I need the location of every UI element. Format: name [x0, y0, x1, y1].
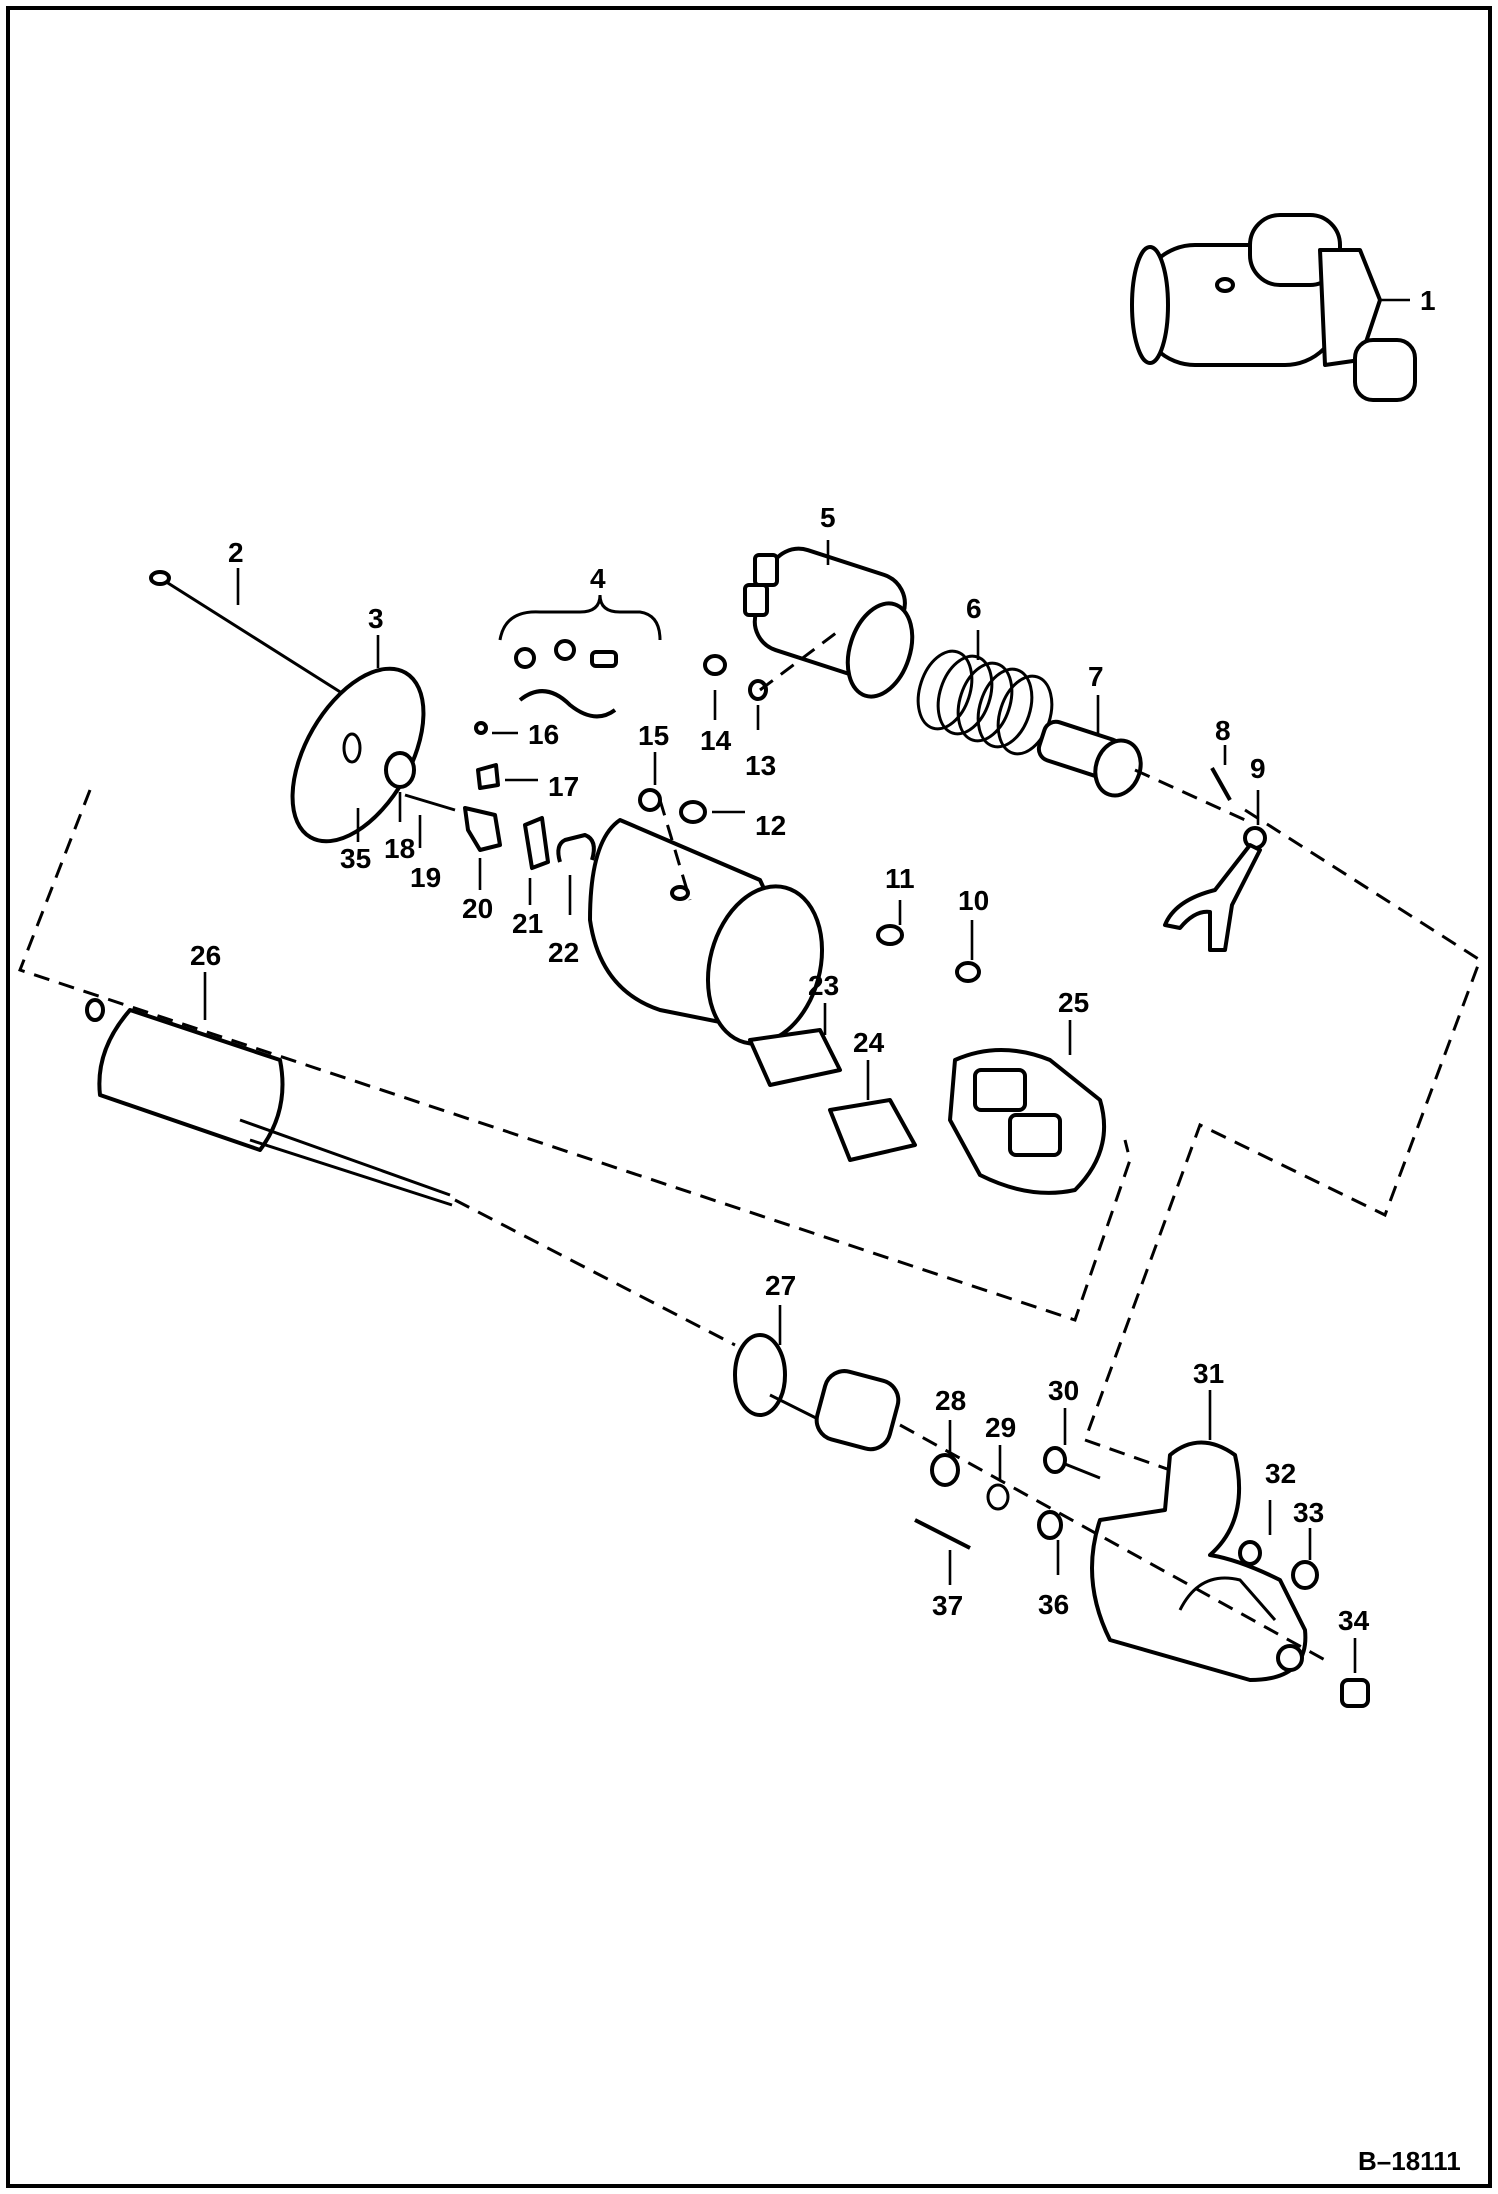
- washer-32: [1238, 1540, 1262, 1566]
- callout-9: 9: [1250, 753, 1266, 784]
- callout-13: 13: [745, 750, 776, 781]
- callout-28: 28: [935, 1385, 966, 1416]
- callout-32: 32: [1265, 1458, 1296, 1489]
- callout-24: 24: [853, 1027, 885, 1058]
- callout-5: 5: [820, 502, 836, 533]
- clip-17: [476, 763, 500, 790]
- armature-26: [85, 998, 453, 1207]
- callout-33: 33: [1293, 1497, 1324, 1528]
- callout-11: 11: [885, 863, 915, 894]
- screw-16: [474, 721, 488, 735]
- brush-holder-20: [463, 806, 502, 852]
- nut-33: [1291, 1560, 1319, 1590]
- assembly-line-left-box: [18, 789, 1132, 1322]
- callout-12: 12: [755, 810, 786, 841]
- assembly-line-right: [1083, 808, 1482, 1472]
- callout-8: 8: [1215, 715, 1231, 746]
- callout-26: 26: [190, 940, 221, 971]
- pin-37: [914, 1518, 971, 1550]
- starter-assembly: [1130, 213, 1417, 402]
- nut-15: [638, 788, 662, 812]
- callout-15: 15: [638, 720, 669, 751]
- washer-28: [930, 1453, 960, 1487]
- kit-bracket: [498, 594, 662, 641]
- callout-29: 29: [985, 1412, 1016, 1443]
- washer-36: [1037, 1510, 1063, 1540]
- callout-1: 1: [1420, 285, 1436, 316]
- plug-12: [679, 800, 707, 824]
- shift-lever: [1163, 826, 1267, 952]
- callout-22: 22: [548, 937, 579, 968]
- callout-17: 17: [548, 771, 579, 802]
- callout-18: 18: [384, 833, 415, 864]
- callout-19: 19: [410, 862, 441, 893]
- callout-2: 2: [228, 537, 244, 568]
- spring-22: [556, 833, 596, 863]
- callout-16: 16: [528, 719, 559, 750]
- axis-solenoid: [759, 628, 1246, 822]
- screw-14: [703, 654, 727, 676]
- callout-34: 34: [1338, 1605, 1370, 1636]
- snap-ring-29: [986, 1483, 1010, 1511]
- plunger: [1036, 719, 1143, 798]
- axis-housing: [658, 799, 692, 901]
- callout-23: 23: [808, 970, 839, 1001]
- callout-27: 27: [765, 1270, 796, 1301]
- washer-18: [384, 751, 416, 789]
- pole-shoe-24: [828, 1098, 917, 1162]
- field-housing: [588, 818, 825, 1046]
- callout-30: 30: [1048, 1375, 1079, 1406]
- figure-reference: B–18111: [1358, 2146, 1461, 2176]
- gasket-23: [748, 1028, 842, 1087]
- callout-4: 4: [590, 563, 606, 594]
- callout-6: 6: [966, 593, 982, 624]
- drive-pinion-27: [733, 1333, 901, 1452]
- callout-10: 10: [958, 885, 989, 916]
- callout-37: 37: [932, 1590, 963, 1621]
- callout-31: 31: [1193, 1358, 1224, 1389]
- solenoid: [743, 546, 915, 699]
- washer-13: [748, 679, 768, 701]
- callout-35: 35: [340, 843, 371, 874]
- through-bolt: [159, 576, 346, 697]
- washer-10: [955, 961, 981, 983]
- callout-3: 3: [368, 603, 384, 634]
- bushing-34: [1340, 1678, 1370, 1708]
- axis-main: [454, 1198, 1326, 1662]
- bolt-19: [404, 793, 456, 812]
- lever-pin: [1210, 767, 1232, 801]
- solenoid-spring: [916, 649, 1054, 756]
- callout-20: 20: [462, 893, 493, 924]
- diagram-border: [6, 6, 1492, 2188]
- callout-21: 21: [512, 908, 543, 939]
- callout-7: 7: [1088, 661, 1104, 692]
- screw-11: [876, 924, 904, 946]
- callout-14: 14: [700, 725, 732, 756]
- brush-21: [523, 816, 550, 870]
- callout-36: 36: [1038, 1589, 1069, 1620]
- callout-25: 25: [1058, 987, 1089, 1018]
- brush-plate-25: [948, 1048, 1107, 1195]
